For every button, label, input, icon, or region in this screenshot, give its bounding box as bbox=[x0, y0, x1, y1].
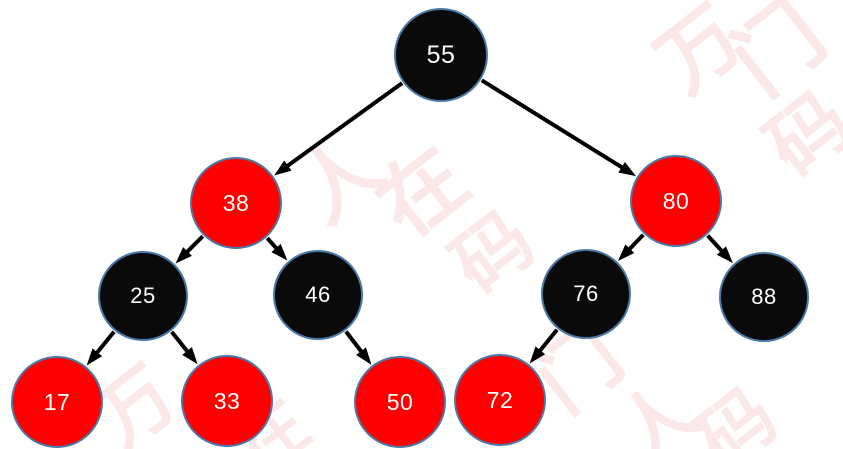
tree-node-label: 25 bbox=[130, 283, 156, 308]
tree-node-label: 46 bbox=[305, 282, 331, 307]
tree-node-label: 38 bbox=[222, 189, 250, 216]
tree-node-label: 17 bbox=[43, 388, 71, 415]
tree-node-33[interactable]: 33 bbox=[181, 355, 273, 447]
tree-node-80[interactable]: 80 bbox=[630, 155, 722, 247]
tree-node-label: 50 bbox=[386, 388, 414, 415]
tree-node-55[interactable]: 55 bbox=[394, 8, 488, 102]
tree-node-88[interactable]: 88 bbox=[719, 252, 809, 342]
tree-node-label: 72 bbox=[486, 386, 514, 413]
tree-node-label: 80 bbox=[662, 187, 690, 214]
tree-node-label: 88 bbox=[751, 284, 777, 309]
tree-node-17[interactable]: 17 bbox=[11, 356, 103, 448]
tree-node-46[interactable]: 46 bbox=[273, 250, 363, 340]
tree-node-50[interactable]: 50 bbox=[354, 356, 446, 448]
tree-node-38[interactable]: 38 bbox=[190, 157, 282, 249]
tree-node-label: 76 bbox=[573, 281, 599, 306]
tree-node-label: 33 bbox=[213, 387, 241, 414]
tree-node-76[interactable]: 76 bbox=[541, 249, 631, 339]
tree-node-25[interactable]: 25 bbox=[98, 251, 188, 341]
tree-node-72[interactable]: 72 bbox=[454, 354, 546, 446]
tree-node-label: 55 bbox=[426, 40, 456, 69]
